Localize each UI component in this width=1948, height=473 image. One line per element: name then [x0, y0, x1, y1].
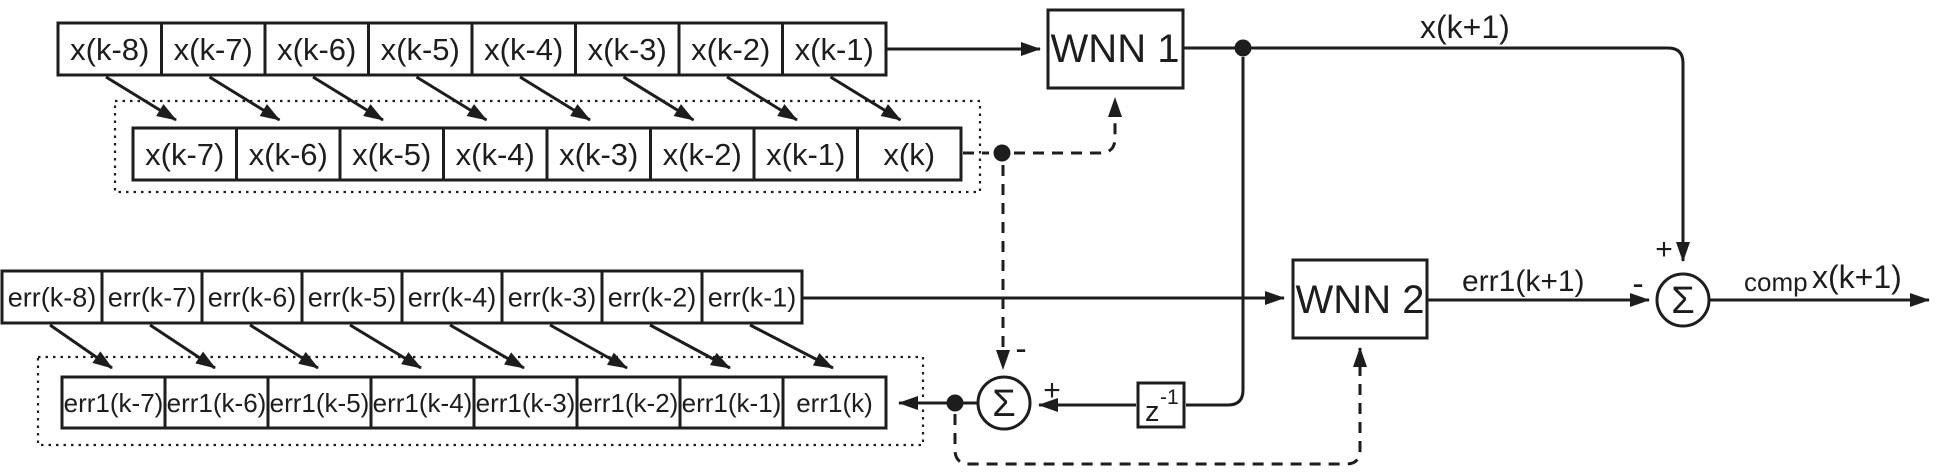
register-cell	[700, 269, 804, 325]
shift-arrow	[312, 75, 384, 122]
sum1-plus-sign: +	[1043, 374, 1061, 407]
register-cell-label: err(k-2)	[608, 283, 697, 313]
register-cell-label: err1(k-5)	[270, 388, 370, 418]
register-cell	[266, 375, 373, 430]
register-cell-label: x(k-2)	[663, 137, 742, 172]
shift-arrow	[749, 323, 834, 370]
shift-arrow	[105, 75, 177, 122]
register-cell-label: err(k-6)	[208, 283, 297, 313]
register-cell-label: err(k-5)	[308, 283, 397, 313]
register-cell	[200, 269, 304, 325]
register-cell-label: x(k-8)	[70, 32, 149, 67]
wnn2-output-label: err1(k+1)	[1462, 265, 1585, 298]
shift-arrows-err	[49, 323, 834, 370]
shift-arrow	[449, 323, 525, 370]
final-output-prefix-label: comp	[1744, 267, 1808, 297]
register-cell-label: err(k-8)	[8, 283, 97, 313]
sum2-sigma: Σ	[1671, 280, 1695, 322]
register-cell-label: x(k-3)	[588, 32, 667, 67]
shift-arrow	[519, 75, 591, 122]
register-cell	[678, 375, 785, 430]
register-cell-label: x(k-5)	[352, 137, 431, 172]
wnn1-output-to-delay-line	[1186, 57, 1245, 407]
register-cell-label: err1(k)	[796, 388, 873, 418]
register-cell	[500, 269, 604, 325]
register-cell	[300, 269, 404, 325]
register-cell-label: err1(k-4)	[373, 388, 473, 418]
register-cell	[442, 126, 549, 182]
register-cell-label: x(k-1)	[795, 32, 874, 67]
register-row-err1-shifted: err1(k-7)err1(k-6)err1(k-5)err1(k-4)err1…	[60, 375, 888, 430]
register-cell-label: err1(k-2)	[579, 388, 679, 418]
err1-feedback-to-wnn2-dashed-line	[953, 347, 1367, 466]
wnn2-block	[1291, 258, 1429, 340]
sum1-sigma: Σ	[992, 383, 1016, 425]
register-cell-label: x(k-6)	[249, 137, 328, 172]
register-cell-label: x(k-6)	[277, 32, 356, 67]
register-cell	[856, 126, 963, 182]
shift-arrow	[49, 323, 113, 370]
register-cell	[367, 21, 474, 77]
xk-tap-junction-dot	[993, 144, 1011, 162]
register-cell-label: err1(k-3)	[476, 388, 576, 418]
register-cell-label: x(k-3)	[559, 137, 638, 172]
register-cell	[472, 375, 579, 430]
register-cell-label: x(k-7)	[145, 137, 224, 172]
register-cell-label: err1(k-1)	[682, 388, 782, 418]
register-cell-label: x(k-1)	[766, 137, 845, 172]
sum2-minus-sign: -	[1632, 265, 1643, 303]
register-cell-label: x(k-2)	[691, 32, 770, 67]
register-cell-label: x(k-5)	[381, 32, 460, 67]
delay-exponent-label: -1	[1160, 386, 1179, 409]
xk-tap-to-wnn1-dashed-line	[1014, 97, 1122, 155]
err1-shifted-register-container	[36, 355, 925, 447]
register-cell-label: err(k-1)	[708, 283, 797, 313]
sum1-minus-sign: -	[1015, 330, 1026, 368]
shift-arrows-x	[105, 75, 902, 122]
wnn2-label: WNN 2	[1296, 278, 1425, 322]
final-output-label: x(k+1)	[1812, 259, 1902, 295]
register-cell	[649, 126, 756, 182]
delay-base-label: z	[1145, 396, 1160, 428]
wnn1-output-to-sum2-line	[1183, 46, 1690, 262]
shift-arrow	[349, 323, 422, 370]
delay-block	[1136, 381, 1186, 429]
shift-arrow	[415, 75, 488, 122]
shift-arrow	[829, 75, 902, 122]
register-cell	[575, 375, 682, 430]
wnn1-label: WNN 1	[1051, 27, 1180, 71]
shift-arrow	[249, 323, 319, 370]
register-cell	[781, 375, 888, 430]
sum2-plus-sign: +	[1655, 233, 1673, 266]
wnn1-output-label: x(k+1)	[1420, 9, 1510, 45]
register-cell	[574, 21, 681, 77]
register-cell-label: err(k-4)	[408, 283, 497, 313]
err1-junction-dot	[946, 394, 964, 412]
register-cell-label: err(k-3)	[508, 283, 597, 313]
register-cell-label: x(k-4)	[456, 137, 535, 172]
shift-arrow	[149, 323, 216, 370]
shift-arrow	[208, 75, 281, 122]
register-row-err-input: err(k-8) err(k-7) err(k-6) err(k-5) err(k-4)…	[0, 269, 804, 325]
x-shifted-register-container	[113, 99, 982, 194]
shift-arrow	[726, 75, 798, 122]
register-cell-label: err1(k-6)	[167, 388, 267, 418]
register-cell	[781, 21, 888, 77]
sum2-junction	[1655, 272, 1711, 328]
sum1-junction	[976, 375, 1032, 431]
register-row-x-shifted: x(k-7) x(k-6) x(k-5) x(k-4) x(k-3) x(k-2) x(k-…	[131, 126, 963, 182]
wnn1-output-junction-dot	[1234, 39, 1252, 57]
shift-arrow	[649, 323, 731, 370]
register-cell-label: err(k-7)	[108, 283, 197, 313]
shift-arrow	[622, 75, 695, 122]
register-cell-label: x(k)	[883, 137, 935, 172]
register-row-x-input: x(k-8) x(k-7) x(k-6) x(k-5) x(k-4) x(k-3) x(k-…	[56, 21, 888, 77]
register-cell-label: x(k-7)	[174, 32, 253, 67]
shift-arrow	[549, 323, 628, 370]
register-cell-label: x(k-4)	[484, 32, 563, 67]
register-cell	[0, 269, 104, 325]
wnn1-block	[1046, 8, 1185, 90]
register-cell-label: err1(k-7)	[64, 388, 164, 418]
register-cell	[600, 269, 704, 325]
